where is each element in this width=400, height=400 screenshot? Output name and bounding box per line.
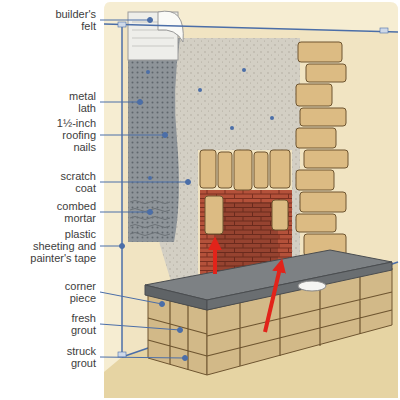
hearth: [207, 262, 392, 310]
part-label: corner piece: [50, 280, 96, 304]
stone-column: [298, 42, 342, 62]
roofing-nails: [230, 126, 234, 130]
stone-column: [300, 192, 346, 212]
scratch-coat: [128, 38, 300, 298]
stone-column: [304, 150, 348, 168]
background-panel: [104, 2, 398, 398]
plastic-sheeting: [380, 28, 388, 33]
leader-lines: [100, 135, 165, 136]
metal-lath: [128, 38, 180, 242]
leader-lines: [186, 180, 191, 185]
leader-lines: [100, 18, 191, 361]
header-stones: [200, 150, 216, 188]
part-label: combed mortar: [50, 200, 96, 224]
roofing-nails: [148, 176, 152, 180]
plastic-sheeting: [118, 22, 126, 27]
header-stones: [200, 150, 290, 190]
leader-lines: [148, 18, 153, 23]
part-label: builder's felt: [50, 8, 96, 32]
stone-column: [296, 84, 332, 106]
leader-lines: [100, 102, 140, 103]
plastic-sheeting: [118, 352, 126, 357]
header-stones: [218, 152, 232, 188]
header-stones: [254, 152, 268, 188]
plastic-sheeting: [104, 24, 398, 32]
leader-lines: [138, 100, 143, 105]
part-label: plastic sheeting and painter's tape: [26, 228, 96, 264]
scratch-coat: [128, 38, 300, 298]
leader-lines: [160, 302, 165, 307]
leader-lines: [100, 182, 188, 183]
stone-column: [306, 64, 346, 82]
roofing-nails: [198, 88, 202, 92]
hearth: [145, 285, 207, 310]
leader-lines: [100, 292, 162, 304]
part-label: metal lath: [50, 90, 96, 114]
metal-lath: [128, 38, 180, 242]
red-arrows: [213, 246, 217, 274]
firebox: [205, 196, 223, 234]
part-label: struck grout: [50, 345, 96, 369]
leader-lines: [148, 210, 153, 215]
part-label: 1½-inch roofing nails: [50, 117, 96, 153]
roofing-nails: [270, 116, 274, 120]
leader-lines: [100, 324, 180, 330]
leader-lines: [100, 246, 122, 247]
header-stones: [270, 150, 290, 188]
leader-lines: [100, 20, 150, 21]
part-label: fresh grout: [50, 312, 96, 336]
hearth: [145, 250, 392, 375]
builders-felt: [128, 11, 183, 60]
header-stones: [234, 150, 252, 190]
leader-lines: [178, 328, 183, 333]
leader-lines: [100, 212, 150, 213]
red-arrows: [265, 268, 280, 332]
roofing-nails: [146, 70, 150, 74]
hearth: [298, 281, 326, 291]
leader-lines: [163, 133, 168, 138]
plastic-sheeting: [121, 24, 123, 357]
stone-column: [296, 214, 336, 232]
stone-column: [296, 128, 336, 148]
leader-lines: [120, 244, 125, 249]
stone-column: [296, 42, 348, 256]
leader-lines: [183, 356, 188, 361]
roofing-nails: [242, 68, 246, 72]
firebox: [272, 200, 288, 230]
leader-lines: [100, 357, 185, 358]
red-arrows: [215, 246, 280, 332]
background-panel: [104, 2, 398, 398]
metal-lath: [130, 201, 170, 236]
part-label: scratch coat: [50, 170, 96, 194]
stone-column: [300, 108, 346, 126]
stone-column: [296, 170, 334, 190]
